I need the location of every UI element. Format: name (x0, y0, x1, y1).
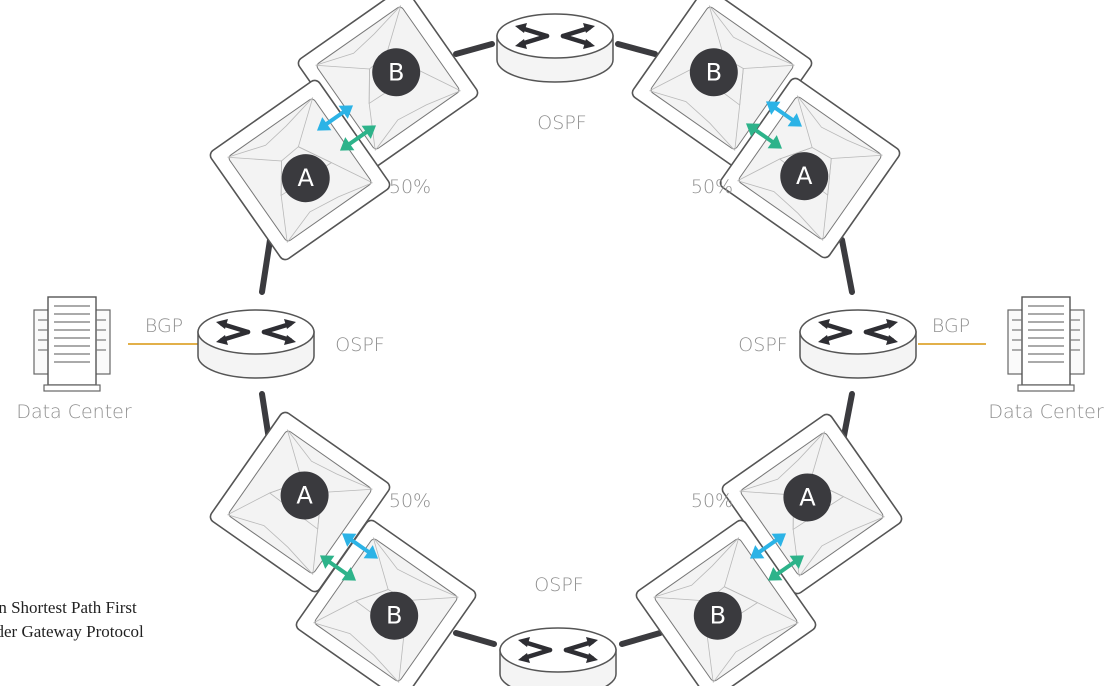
link-top-right (615, 41, 658, 57)
svg-text:B: B (386, 602, 402, 630)
percent-label-top-right: 50% (691, 176, 733, 198)
ospf-label-right: OSPF (738, 334, 787, 356)
badge-a (281, 154, 330, 203)
badge-b (370, 591, 419, 640)
bgp-label-right: BGP (932, 315, 970, 337)
badge-a (280, 471, 329, 520)
badge-a (783, 473, 832, 522)
ap-bottom-right-b[interactable]: B (633, 517, 819, 686)
router-top[interactable] (497, 14, 613, 82)
badge-a (780, 152, 829, 201)
router-bottom[interactable] (500, 628, 616, 686)
ospf-label-bottom: OSPF (534, 574, 583, 596)
ap-top-left-a[interactable]: A (207, 77, 393, 263)
ap-top-left-b[interactable]: B (295, 0, 481, 171)
link-bottom-left (453, 630, 497, 647)
data-center-left-icon[interactable] (33, 296, 111, 392)
ap-top-right-b[interactable]: B (629, 0, 815, 171)
ap-top-right-a[interactable]: A (717, 75, 903, 261)
percent-label-bottom-left: 50% (389, 490, 431, 512)
ap-bottom-left-a[interactable]: A (207, 409, 393, 595)
ospf-label-left: OSPF (335, 334, 384, 356)
bgp-label-left: BGP (145, 315, 183, 337)
svg-text:B: B (710, 602, 726, 630)
svg-text:A: A (796, 162, 813, 190)
router-right[interactable] (800, 310, 916, 378)
link-left-upper (259, 237, 273, 295)
svg-text:A: A (799, 483, 816, 511)
badge-b (372, 48, 421, 97)
legend: Open Shortest Path First Border Gateway … (0, 596, 144, 644)
link-right-upper (839, 237, 855, 295)
router-left[interactable] (198, 310, 314, 378)
link-bottom-right (619, 630, 663, 647)
ap-bottom-right-a[interactable]: A (719, 411, 905, 597)
data-center-label-right: Data Center (988, 401, 1104, 423)
percent-label-top-left: 50% (389, 176, 431, 198)
svg-text:A: A (296, 481, 313, 509)
data-center-label-left: Data Center (16, 401, 132, 423)
svg-text:B: B (706, 58, 722, 86)
legend-line-ospf: Open Shortest Path First (0, 598, 137, 617)
badge-b (689, 48, 738, 97)
ap-bottom-left-b[interactable]: B (293, 517, 479, 686)
data-center-right-icon[interactable] (1007, 296, 1085, 392)
percent-label-bottom-right: 50% (691, 490, 733, 512)
badge-b (693, 591, 742, 640)
link-top-left (453, 41, 495, 57)
legend-line-bgp: Border Gateway Protocol (0, 622, 144, 641)
svg-text:A: A (298, 164, 315, 192)
svg-text:B: B (388, 58, 404, 86)
ospf-label-top: OSPF (537, 112, 586, 134)
ring-links (259, 41, 855, 647)
